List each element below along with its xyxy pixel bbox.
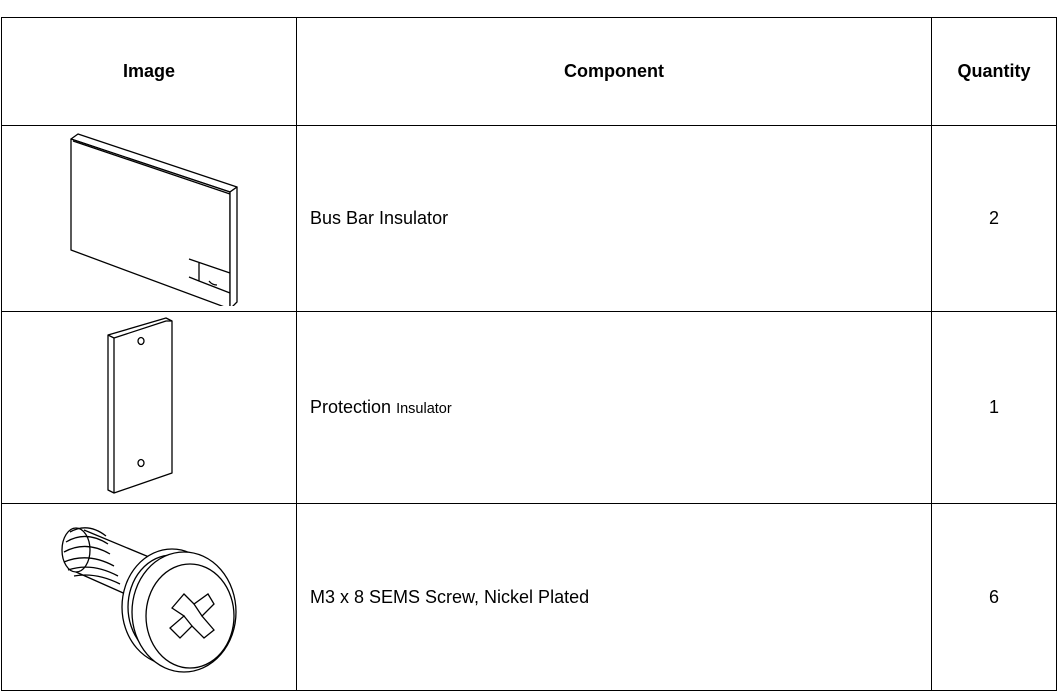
- quantity-cell: 1: [931, 311, 1057, 504]
- protection-insulator-icon: [107, 317, 173, 494]
- table-row: Protection Insulator 1: [1, 311, 1057, 504]
- component-small: Insulator: [396, 401, 452, 417]
- component-cell: Protection Insulator: [296, 311, 932, 504]
- quantity-cell: 6: [931, 503, 1057, 691]
- header-quantity: Quantity: [931, 17, 1057, 126]
- image-cell: [1, 311, 297, 504]
- image-cell: [1, 503, 297, 691]
- parts-table: Image Component Quantity Bus Bar Insulat…: [1, 17, 1057, 691]
- component-cell: M3 x 8 SEMS Screw, Nickel Plated: [296, 503, 932, 691]
- header-component: Component: [296, 17, 932, 126]
- table-row: M3 x 8 SEMS Screw, Nickel Plated 6: [1, 503, 1057, 691]
- image-cell: [1, 125, 297, 312]
- component-main: Protection: [310, 397, 392, 417]
- header-image: Image: [1, 17, 297, 126]
- bus-bar-insulator-icon: [70, 133, 238, 306]
- table-row: Bus Bar Insulator 2: [1, 125, 1057, 312]
- header-row: Image Component Quantity: [1, 17, 1057, 126]
- sems-screw-icon: [61, 527, 237, 673]
- component-cell: Bus Bar Insulator: [296, 125, 932, 312]
- quantity-cell: 2: [931, 125, 1057, 312]
